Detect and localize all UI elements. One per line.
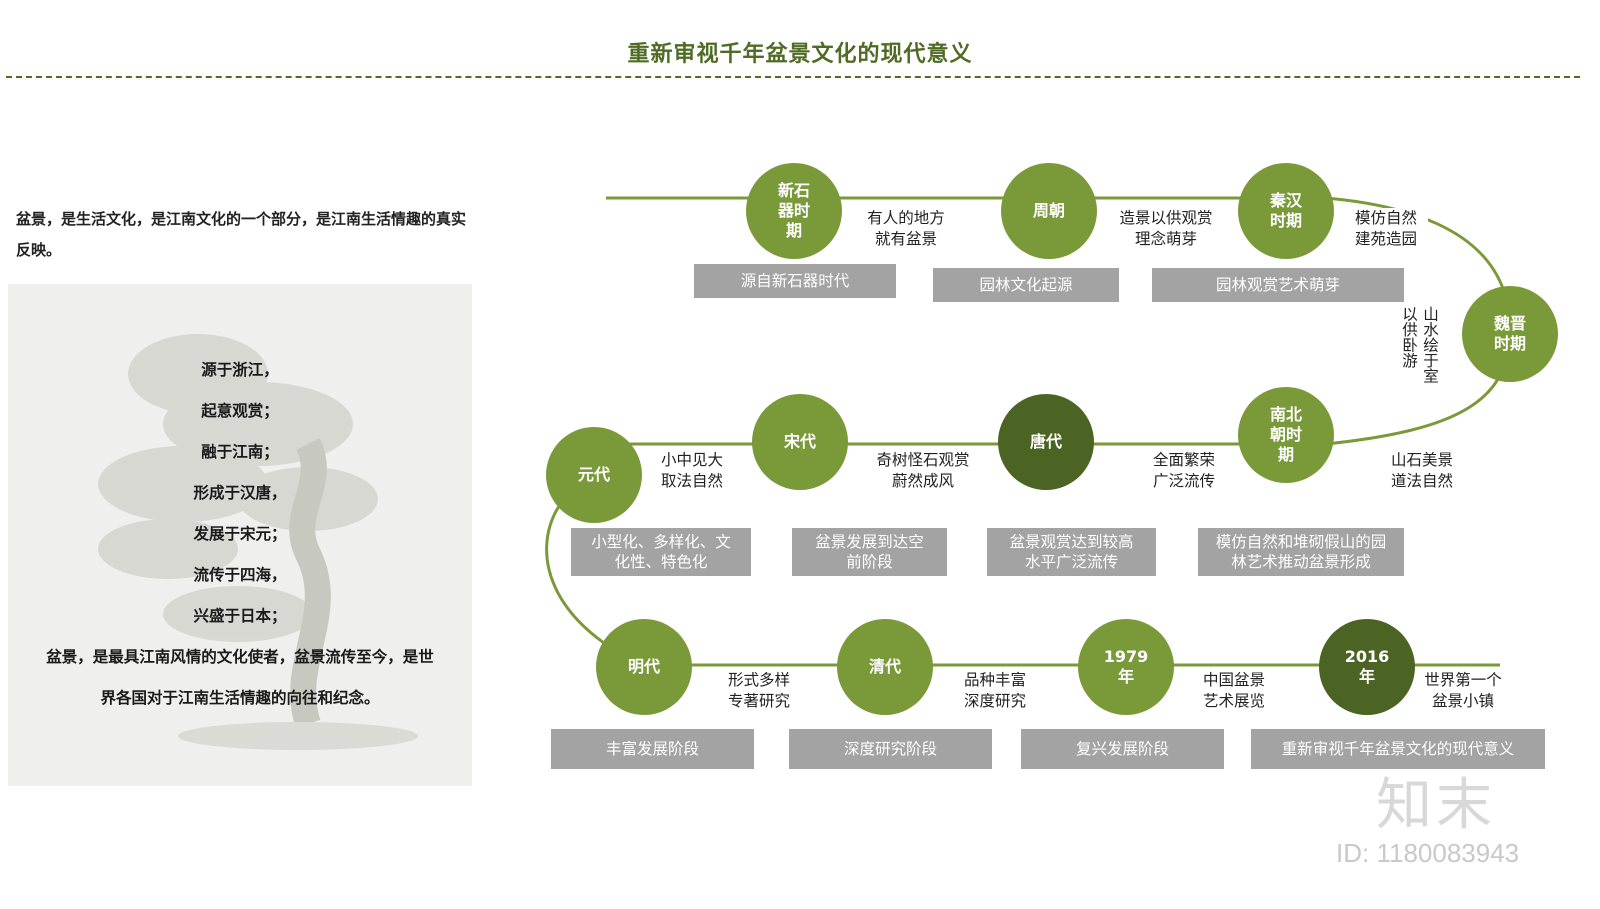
timeline-node-1979: 1979 年 [1078,619,1174,715]
stage-label: 复兴发展阶段 [1021,729,1224,769]
verse-line: 兴盛于日本； [193,607,287,625]
timeline-note: 奇树怪石观赏 蔚然成风 [866,450,980,492]
timeline-note: 形式多样 专著研究 [718,670,800,712]
stage-label: 园林观赏艺术萌芽 [1152,268,1404,302]
timeline-node-tang: 唐代 [998,394,1094,490]
stage-label: 深度研究阶段 [789,729,992,769]
stage-label: 丰富发展阶段 [551,729,754,769]
timeline-node-song: 宋代 [752,394,848,490]
timeline-node-yuan: 元代 [546,427,642,523]
timeline-note: 品种丰富 深度研究 [954,670,1036,712]
stage-label: 源自新石器时代 [694,264,896,298]
bonsai-image-panel: 源于浙江， 起意观赏； 融于江南； 形成于汉唐， 发展于宋元； 流传于四海， 兴… [8,284,472,786]
timeline-node-neolithic: 新石 器时 期 [746,163,842,259]
intro-paragraph: 盆景，是生活文化，是江南文化的一个部分，是江南生活情趣的真实反映。 [16,210,467,259]
verse-line: 融于江南； [201,443,279,461]
timeline-note: 模仿自然 建苑造园 [1344,208,1428,250]
verse-line: 源于浙江， [201,361,279,379]
watermark-id: ID: 1180083943 [1336,838,1520,868]
verse-block: 源于浙江， 起意观赏； 融于江南； 形成于汉唐， 发展于宋元； 流传于四海， 兴… [8,350,472,719]
timeline-note: 山石美景 道法自然 [1380,450,1464,492]
watermark-brand: 知末 [1376,773,1496,838]
stage-label: 重新审视千年盆景文化的现代意义 [1251,729,1545,769]
timeline-note: 造景以供观赏 理念萌芽 [1108,208,1224,250]
timeline-note: 世界第一个 盆景小镇 [1416,670,1510,712]
timeline-note: 中国盆景 艺术展览 [1194,670,1274,712]
closing-line: 盆景，是最具江南风情的文化使者，盆景流传至今，是世 [46,648,434,666]
verse-line: 流传于四海， [193,566,287,584]
bonsai-tree-icon [98,334,418,750]
timeline-note: 山水绘于室 以供卧游 [1396,306,1440,406]
verse-line: 形成于汉唐， [193,484,287,502]
timeline-note: 有人的地方 就有盆景 [858,208,954,250]
timeline-note: 小中见大 取法自然 [652,450,732,492]
stage-label: 盆景发展到达空 前阶段 [792,528,947,576]
stage-label: 小型化、多样化、文 化性、特色化 [571,528,751,576]
timeline-node-zhou: 周朝 [1001,163,1097,259]
timeline-node-2016: 2016 年 [1319,619,1415,715]
timeline-node-weijin: 魏晋 时期 [1462,286,1558,382]
verse-line: 发展于宋元； [193,525,287,543]
page-title: 重新审视千年盆景文化的现代意义 [627,42,973,67]
timeline-node-qing: 清代 [837,619,933,715]
closing-line: 界各国对于江南生活情趣的向往和纪念。 [100,689,380,707]
timeline-node-qinhan: 秦汉 时期 [1238,163,1334,259]
verse-line: 起意观赏； [201,402,279,420]
timeline-node-ming: 明代 [596,619,692,715]
title-divider [6,76,1580,78]
stage-label: 园林文化起源 [933,268,1119,302]
timeline-note: 全面繁荣 广泛流传 [1142,450,1226,492]
stage-label: 盆景观赏达到较高 水平广泛流传 [987,528,1156,576]
stage-label: 模仿自然和堆砌假山的园 林艺术推动盆景形成 [1198,528,1404,576]
timeline-node-nanbeichao: 南北 朝时 期 [1238,387,1334,483]
